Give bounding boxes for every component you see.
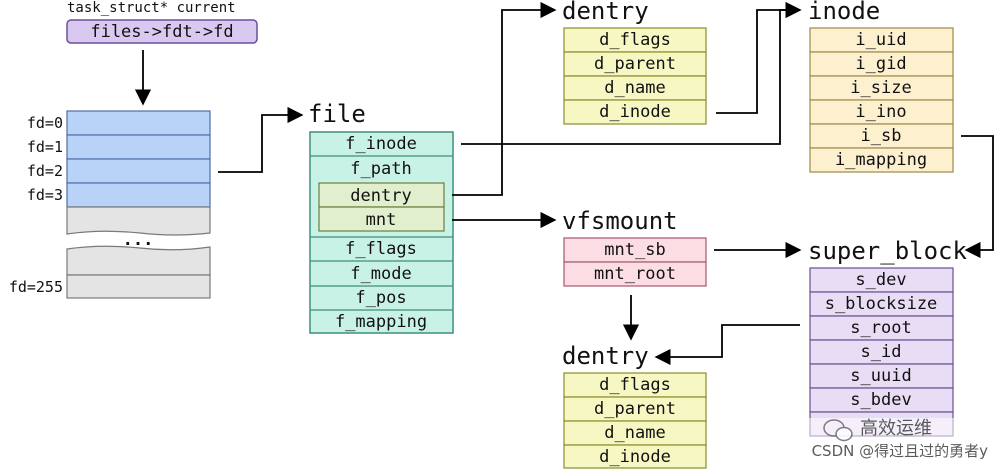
fd-slot-2 [66, 158, 211, 184]
file-field-f-flags: f_flags [345, 239, 417, 259]
fd-slot-3 [66, 182, 211, 208]
inode-field-i-gid: i_gid [855, 54, 906, 74]
wechat-icon [823, 419, 853, 442]
dentry-top-field-d-flags: d_flags [599, 30, 671, 50]
super-block-field-s-blocksize: s_blocksize [825, 294, 938, 314]
file-field-dentry: dentry [350, 186, 411, 206]
vfsmount-field-mnt-root: mnt_root [594, 264, 676, 284]
fd-label-3: fd=3 [27, 186, 63, 204]
watermark-brand: 高效运维 [860, 418, 932, 439]
task-struct-title: task_struct* current [67, 0, 236, 16]
super-block-title: super_block [808, 237, 967, 265]
file-title: file [308, 100, 366, 128]
file-field-f-mapping: f_mapping [335, 312, 427, 332]
inode-field-i-ino: i_ino [855, 102, 906, 122]
connector-arrows [134, 1, 994, 366]
vfsmount-title: vfsmount [562, 207, 678, 235]
watermark-backdrop [760, 418, 996, 468]
dentry-bottom-field-d-parent: d_parent [594, 399, 676, 419]
arrow-i-sb-to-super-block [961, 135, 994, 259]
dentry-bottom-title: dentry [562, 342, 649, 370]
fd-label-1: fd=1 [27, 138, 63, 156]
dentry-top-field-d-name: d_name [604, 78, 665, 98]
fd-slot-1 [66, 134, 211, 160]
arrow-dentry-to-dentry-top [452, 1, 557, 196]
task-expr-label: files->fdt->fd [90, 22, 233, 42]
path-mnt-cell [318, 206, 445, 232]
inode-box [809, 27, 954, 173]
dentry-top-field-d-inode: d_inode [599, 102, 671, 122]
task-expr-box [66, 19, 258, 44]
fd-slot-0 [66, 110, 211, 136]
fd-label-2: fd=2 [27, 162, 63, 180]
arrow-fd-to-file [218, 106, 304, 173]
file-box [309, 131, 454, 334]
arrow-d-inode-to-inode [716, 1, 802, 114]
watermark: 高效运维 CSDN @得过且过的勇者y [760, 418, 996, 468]
super-block-field-s-id: s_id [861, 342, 902, 362]
dentry-bottom-field-d-name: d_name [604, 423, 665, 443]
vfsmount-field-mnt-sb: mnt_sb [604, 240, 665, 260]
fd-label-255: fd=255 [9, 278, 63, 296]
file-field-f-mode: f_mode [350, 264, 411, 284]
fd-label-0: fd=0 [27, 114, 63, 132]
super-block-field-s-bdev: s_bdev [850, 390, 911, 410]
super-block-field-s-root: s_root [850, 318, 911, 338]
dentry-top-field-d-parent: d_parent [594, 54, 676, 74]
dentry-bottom-box [563, 372, 707, 469]
file-field-f-path: f_path [350, 159, 411, 179]
path-dentry-cell [318, 182, 445, 208]
fd-slot-empty-upper [66, 206, 211, 236]
watermark-credit: CSDN @得过且过的勇者y [812, 442, 989, 460]
fd-table [66, 110, 211, 299]
dentry-top-title: dentry [562, 0, 649, 25]
inode-field-i-mapping: i_mapping [835, 150, 927, 170]
dentry-top-box [563, 27, 707, 125]
vfsmount-box [563, 237, 707, 287]
file-field-f-inode: f_inode [345, 134, 417, 154]
arrow-s-root-to-dentry-bottom [654, 324, 800, 366]
super-block-field-s-uuid: s_uuid [850, 366, 911, 386]
inode-title: inode [808, 0, 880, 25]
inode-field-i-sb: i_sb [861, 126, 902, 146]
super-block-field-s-dev: s_dev [855, 270, 906, 290]
file-field-f-pos: f_pos [355, 288, 406, 308]
inode-field-i-uid: i_uid [855, 30, 906, 50]
dentry-bottom-field-d-inode: d_inode [599, 447, 671, 467]
inode-field-i-size: i_size [850, 78, 911, 98]
dentry-bottom-field-d-flags: d_flags [599, 375, 671, 395]
fd-ellipsis: ... [123, 230, 154, 250]
fd-slot-255 [66, 274, 211, 299]
fd-slot-empty-lower [66, 245, 211, 276]
file-field-mnt: mnt [366, 210, 397, 230]
